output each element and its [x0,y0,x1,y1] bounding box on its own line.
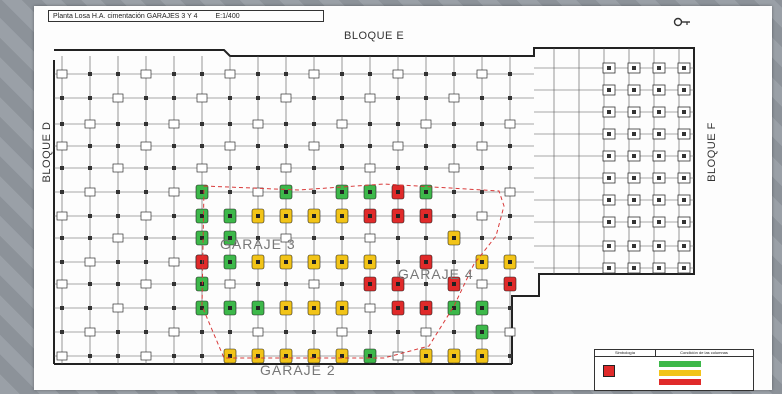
footings [56,62,691,364]
legend-symbol [603,365,615,377]
block-label-north: BLOQUE E [344,30,405,42]
legend: Simbología Condición de las columnas [594,349,754,391]
title-box: Planta Losa H.A. cimentación GARAJES 3 Y… [48,10,324,22]
drawing-sheet: Planta Losa H.A. cimentación GARAJES 3 Y… [34,6,772,391]
drawing-scale: E:1/400 [215,13,240,20]
legend-header-condition: Condición de las columnas [655,350,753,357]
legend-header-symbology: Simbología [595,350,656,357]
drawing-title: Planta Losa H.A. cimentación GARAJES 3 Y… [53,13,198,20]
garage-4-label: GARAJE 4 [398,266,474,282]
key-icon [673,17,690,27]
legend-swatch-yellow [659,370,701,376]
legend-swatch-green [659,361,701,367]
building-outline [53,47,695,365]
legend-swatch-red [659,379,701,385]
garage-2-label: GARAJE 2 [260,362,336,378]
floor-plan [53,17,695,365]
garage-3-label: GARAJE 3 [220,236,296,252]
